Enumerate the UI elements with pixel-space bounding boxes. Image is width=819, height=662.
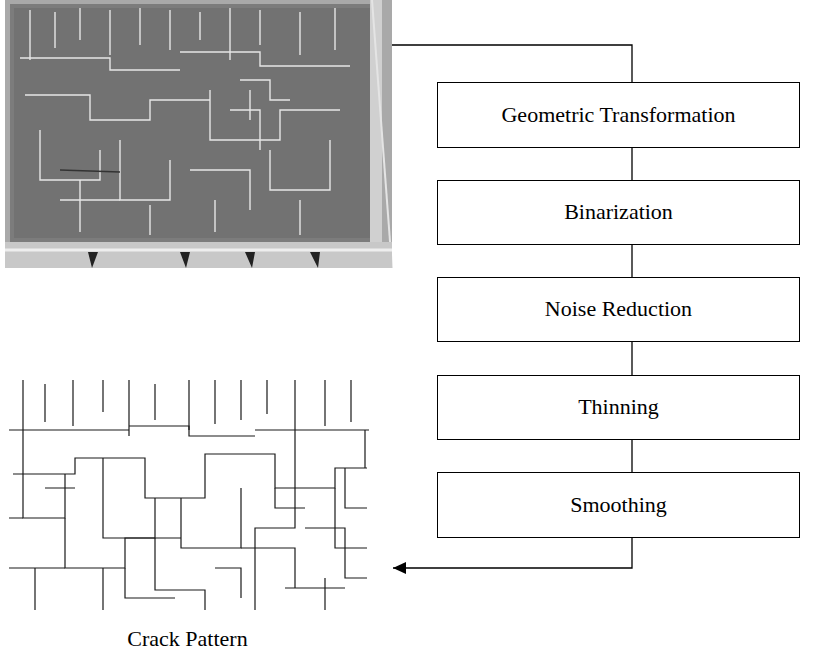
flow-connector: [632, 440, 633, 472]
flow-connector: [393, 538, 632, 574]
figure-caption: Crack Pattern: [5, 626, 370, 652]
process-box: Binarization: [437, 180, 800, 245]
flow-connector: [632, 245, 633, 277]
step-label: Binarization: [554, 195, 683, 229]
process-box: Smoothing: [437, 472, 800, 538]
process-box: Geometric Transformation: [437, 82, 800, 148]
step-label: Thinning: [568, 390, 669, 424]
step-label: Noise Reduction: [535, 292, 702, 326]
step-label: Smoothing: [560, 488, 677, 522]
crack-pattern-drawing: [5, 378, 373, 614]
flow-connector: [632, 148, 633, 180]
crack-pattern-figure: Crack Pattern: [5, 378, 393, 656]
process-box: Thinning: [437, 375, 800, 440]
flow-connector: [632, 342, 633, 375]
step-label: Geometric Transformation: [491, 98, 745, 132]
process-box: Noise Reduction: [437, 277, 800, 342]
